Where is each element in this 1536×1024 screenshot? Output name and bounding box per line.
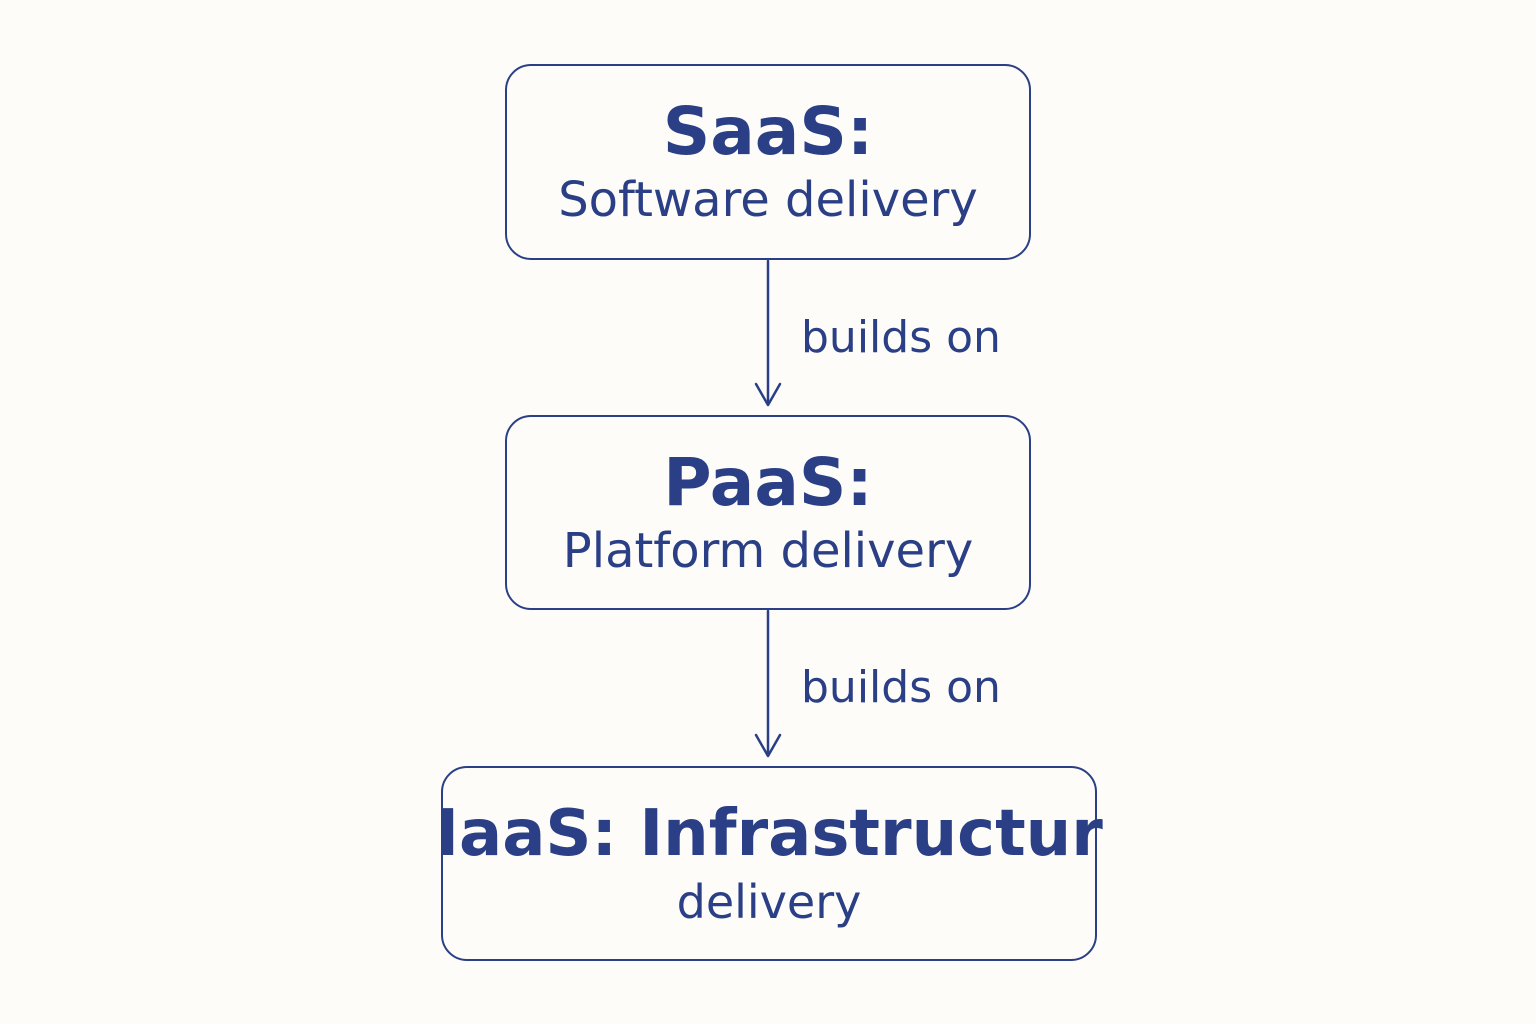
saas-box: SaaS: Software delivery	[505, 64, 1031, 260]
arrow-saas-paas-head	[754, 382, 782, 407]
paas-subtitle: Platform delivery	[562, 522, 974, 579]
edge-label-saas-paas: builds on	[801, 312, 1001, 363]
edge-label-paas-iaas: builds on	[801, 662, 1001, 713]
paas-title: PaaS:	[663, 443, 873, 521]
saas-title: SaaS:	[662, 93, 874, 170]
saas-subtitle: Software delivery	[558, 172, 978, 228]
arrow-paas-iaas-head	[754, 733, 782, 758]
iaas-box: IaaS: Infrastructur delivery	[435, 766, 1103, 961]
iaas-title: IaaS: Infrastructur	[435, 796, 1103, 871]
iaas-subtitle: delivery	[676, 874, 862, 929]
paas-box: PaaS: Platform delivery	[505, 415, 1031, 610]
